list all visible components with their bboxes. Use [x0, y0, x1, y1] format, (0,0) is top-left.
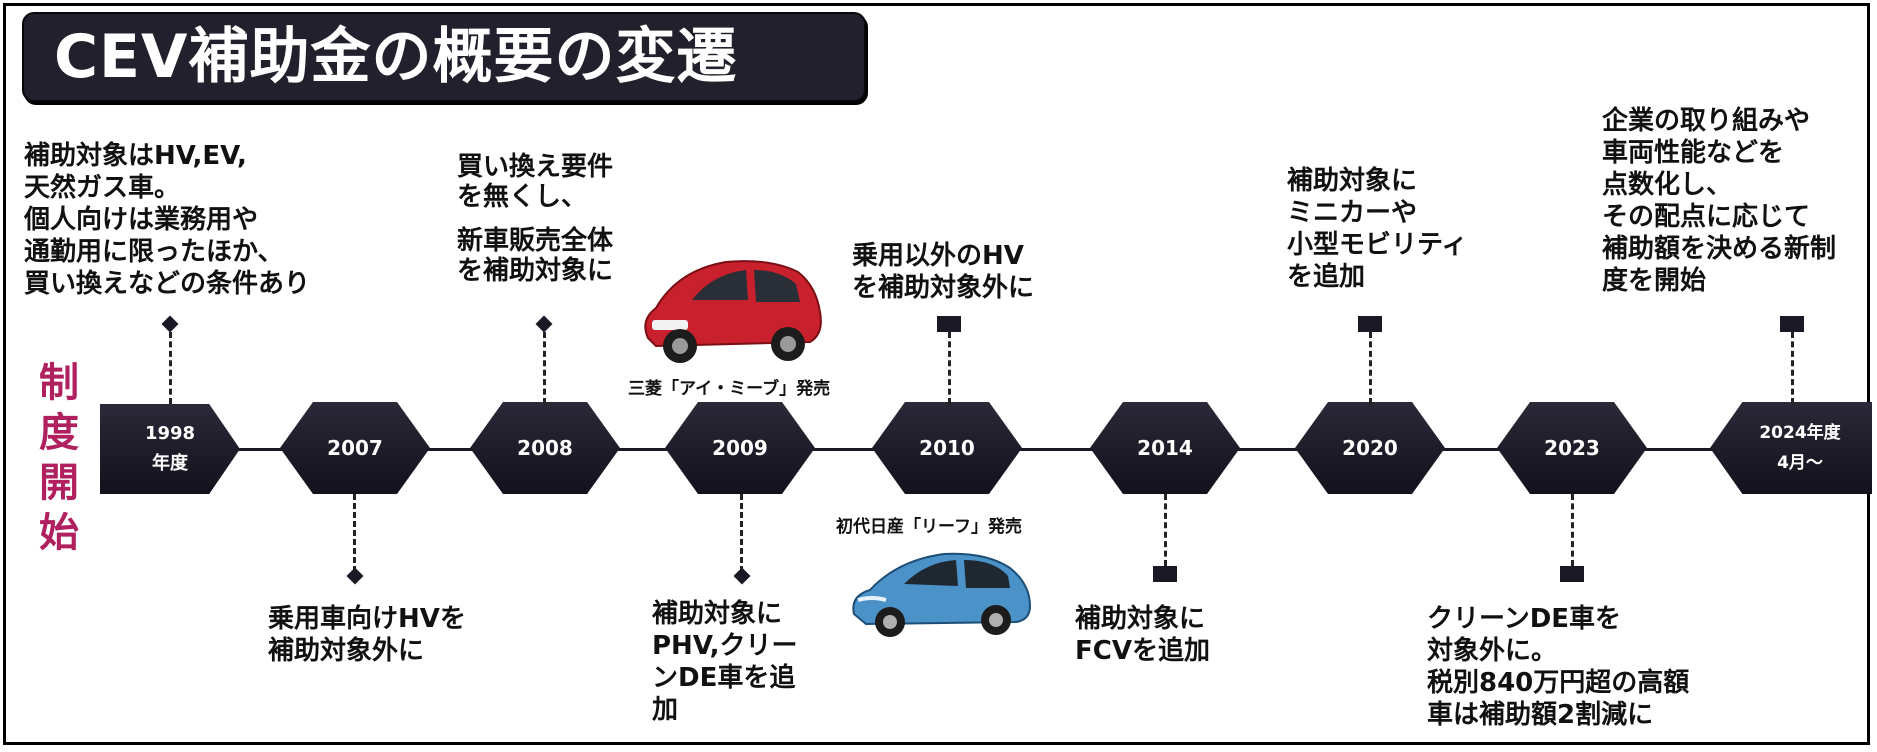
- node-year: 2023: [1544, 436, 1600, 460]
- connector-2009: [740, 494, 743, 572]
- node-year: 2014: [1137, 436, 1193, 460]
- side-label: 制度開始: [39, 360, 79, 556]
- connector-2023: [1571, 494, 1574, 566]
- node-year: 2008: [517, 436, 573, 460]
- node-2023: 2023: [1497, 402, 1647, 494]
- note-2009: 補助対象に PHV,クリー ンDE車を追 加: [652, 598, 797, 726]
- node-year: 2009: [712, 436, 768, 460]
- connector-2010: [948, 332, 951, 404]
- node-year: 2010: [919, 436, 975, 460]
- node-2024: 2024年度 4月～: [1710, 402, 1872, 494]
- note-line: 補助対象に: [652, 599, 783, 629]
- note-line: 車両性能などを: [1602, 138, 1785, 168]
- node-2007: 2007: [280, 402, 430, 494]
- note-line: 税別840万円超の高額: [1427, 668, 1690, 698]
- note-line: 個人向けは業務用や: [24, 205, 259, 235]
- node-year-suffix: 4月～: [1777, 453, 1823, 473]
- note-line: 点数化し、: [1602, 170, 1733, 200]
- connector-2014: [1164, 494, 1167, 566]
- note-2008: 買い換え要件 を無くし、 新車販売全体 を補助対象に: [457, 152, 613, 286]
- note-line: 補助対象に: [1287, 166, 1418, 196]
- note-2007: 乗用車向けHVを 補助対象外に: [268, 603, 466, 667]
- note-line: を補助対象外に: [852, 273, 1035, 303]
- note-line: PHV,クリー: [652, 631, 798, 661]
- note-2023: クリーンDE車を 対象外に。 税別840万円超の高額 車は補助額2割減に: [1427, 603, 1689, 731]
- note-line: 企業の取り組みや: [1602, 106, 1811, 136]
- note-line: 買い換え要件: [457, 152, 614, 182]
- title-banner: CEV補助金の概要の変遷: [22, 12, 866, 102]
- note-line: を補助対象に: [457, 256, 614, 286]
- node-2010: 2010: [872, 402, 1022, 494]
- nissan-leaf-image: [852, 552, 1032, 637]
- node-year-suffix: 年度: [152, 453, 188, 474]
- note-1998: 補助対象はHV,EV, 天然ガス車。 個人向けは業務用や 通勤用に限ったほか、 …: [24, 140, 310, 300]
- node-1998: 1998 年度: [100, 404, 240, 494]
- node-year: 2007: [327, 436, 383, 460]
- node-2008: 2008: [470, 402, 620, 494]
- connector-2007: [353, 494, 356, 572]
- note-line: 対象外に。: [1427, 636, 1558, 666]
- note-line: を無くし、: [457, 182, 588, 212]
- note-line: クリーンDE車を: [1427, 604, 1622, 634]
- note-2014: 補助対象に FCVを追加: [1075, 603, 1210, 667]
- marker-2010: [937, 316, 961, 332]
- note-line: 乗用車向けHVを: [268, 604, 466, 634]
- note-line: ミニカーや: [1287, 198, 1418, 228]
- note-line: 加: [652, 695, 679, 725]
- note-line: 補助対象外に: [268, 636, 425, 666]
- note-line: 乗用以外のHV: [852, 241, 1024, 271]
- note-line: FCVを追加: [1075, 636, 1210, 666]
- note-line: その配点に応じて: [1602, 202, 1811, 232]
- note-line: ンDE車を追: [652, 663, 796, 693]
- caption-nissan: 初代日産「リーフ」発売: [836, 517, 1022, 537]
- node-2014: 2014: [1090, 402, 1240, 494]
- marker-2020: [1358, 316, 1382, 332]
- node-year: 2024年度: [1759, 423, 1841, 443]
- note-line: 新車販売全体: [457, 226, 614, 256]
- node-year: 2020: [1342, 436, 1398, 460]
- page-title: CEV補助金の概要の変遷: [54, 22, 738, 92]
- marker-2023: [1560, 566, 1584, 582]
- mitsubishi-i-miev-image: [644, 260, 822, 363]
- note-line: 度を開始: [1602, 266, 1707, 296]
- note-line: 補助対象はHV,EV,: [24, 141, 247, 171]
- caption-mitsubishi: 三菱「アイ・ミーブ」発売: [628, 379, 831, 399]
- diagram-frame: [3, 3, 1870, 745]
- node-2020: 2020: [1295, 402, 1445, 494]
- marker-2014: [1153, 566, 1177, 582]
- connector-2008: [543, 332, 546, 404]
- node-2009: 2009: [665, 402, 815, 494]
- note-line: 補助額を決める新制: [1602, 234, 1837, 264]
- note-line: 通勤用に限ったほか、: [24, 237, 284, 267]
- note-line: を追加: [1287, 262, 1366, 292]
- node-year: 1998: [144, 423, 196, 444]
- note-2024: 企業の取り組みや 車両性能などを 点数化し、 その配点に応じて 補助額を決める新…: [1602, 105, 1836, 297]
- note-line: 天然ガス車。: [24, 173, 181, 203]
- connector-1998: [169, 332, 172, 404]
- note-line: 買い換えなどの条件あり: [24, 269, 311, 299]
- note-2020: 補助対象に ミニカーや 小型モビリティ を追加: [1287, 165, 1467, 293]
- note-line: 小型モビリティ: [1287, 230, 1468, 260]
- note-2010: 乗用以外のHV を補助対象外に: [852, 240, 1034, 304]
- note-line: 車は補助額2割減に: [1427, 700, 1654, 730]
- connector-2024: [1791, 332, 1794, 404]
- connector-2020: [1369, 332, 1372, 404]
- marker-2024: [1780, 316, 1804, 332]
- note-line: 補助対象に: [1075, 604, 1206, 634]
